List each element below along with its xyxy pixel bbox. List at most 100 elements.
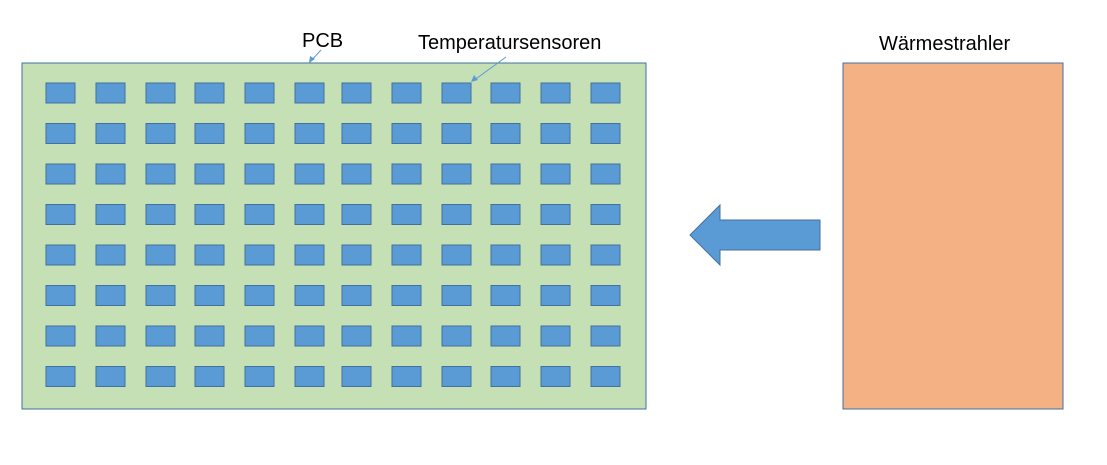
heat-flow-arrow	[689, 203, 821, 267]
temperature-sensor	[145, 285, 176, 306]
temperature-sensor	[391, 325, 422, 347]
temperature-sensor	[490, 244, 521, 266]
temperature-sensor	[294, 244, 325, 266]
temperature-sensor	[341, 366, 372, 387]
temperature-sensor	[490, 204, 521, 225]
temperature-sensor	[441, 163, 472, 185]
temperature-sensor	[145, 204, 176, 225]
temperature-sensor	[95, 123, 126, 144]
temperature-sensor	[145, 82, 176, 104]
heat-radiator	[842, 62, 1064, 410]
temperature-sensor	[391, 82, 422, 104]
temperature-sensor	[244, 244, 275, 266]
temperature-sensor	[590, 204, 621, 225]
temperature-sensor	[145, 325, 176, 347]
temperature-sensor	[294, 366, 325, 387]
temperature-sensor	[45, 325, 76, 347]
temperature-sensor	[391, 163, 422, 185]
temperature-sensor	[490, 366, 521, 387]
temperature-sensor	[194, 204, 225, 225]
temperature-sensor	[294, 123, 325, 144]
temperature-sensor	[194, 123, 225, 144]
temperature-sensor	[590, 366, 621, 387]
temperature-sensor	[540, 325, 571, 347]
temperature-sensor	[441, 285, 472, 306]
temperature-sensor	[95, 285, 126, 306]
temperature-sensor	[294, 325, 325, 347]
temperature-sensor	[441, 366, 472, 387]
temperature-sensor	[490, 285, 521, 306]
temperature-sensor	[341, 163, 372, 185]
temperature-sensor-grid	[45, 82, 621, 387]
temperature-sensor	[391, 285, 422, 306]
temperature-sensor	[540, 82, 571, 104]
temperature-sensor	[95, 366, 126, 387]
temperature-sensor	[45, 204, 76, 225]
temperature-sensor	[45, 285, 76, 306]
temperature-sensor	[341, 325, 372, 347]
temperature-sensor	[441, 204, 472, 225]
temperature-sensor	[441, 123, 472, 144]
temperature-sensor	[145, 123, 176, 144]
temperature-sensor	[490, 123, 521, 144]
temperature-sensor	[341, 82, 372, 104]
temperature-sensor	[590, 285, 621, 306]
temperature-sensor	[45, 82, 76, 104]
temperature-sensor	[341, 285, 372, 306]
temperature-sensor	[244, 366, 275, 387]
temperature-sensor	[244, 163, 275, 185]
temperature-sensor	[95, 204, 126, 225]
pcb-pointer-arrowhead	[309, 56, 315, 63]
temperature-sensor	[490, 163, 521, 185]
temperature-sensor	[490, 325, 521, 347]
temperature-sensor	[194, 325, 225, 347]
temperature-sensor	[590, 325, 621, 347]
temperature-sensor	[45, 123, 76, 144]
temperature-sensor	[540, 244, 571, 266]
temperature-sensor	[194, 82, 225, 104]
temperature-sensor	[590, 123, 621, 144]
temperature-sensor	[391, 204, 422, 225]
heater-label: Wärmestrahler	[879, 33, 1010, 55]
temperature-sensor	[441, 325, 472, 347]
temperature-sensor	[294, 163, 325, 185]
temperature-sensor	[194, 163, 225, 185]
temperature-sensor	[194, 366, 225, 387]
temperature-sensor	[540, 163, 571, 185]
temperature-sensor	[540, 123, 571, 144]
temperature-sensor	[391, 123, 422, 144]
temperature-sensor	[391, 244, 422, 266]
sensor-pointer-line	[472, 56, 507, 82]
temperature-sensor	[244, 82, 275, 104]
pcb-label: PCB	[302, 30, 343, 52]
pcb-board	[21, 62, 647, 410]
temperature-sensor	[145, 244, 176, 266]
temperature-sensor	[590, 244, 621, 266]
temperature-sensor	[540, 366, 571, 387]
temperature-sensor	[341, 123, 372, 144]
temperature-sensor	[391, 366, 422, 387]
temperature-sensor	[294, 285, 325, 306]
temperature-sensor	[45, 163, 76, 185]
temperature-sensor	[590, 82, 621, 104]
temperature-sensor	[441, 244, 472, 266]
temperature-sensor	[244, 204, 275, 225]
temperature-sensor	[244, 123, 275, 144]
temperature-sensor	[194, 285, 225, 306]
temperature-sensor	[341, 244, 372, 266]
sensor-pointer-arrowhead	[471, 75, 478, 82]
temperature-sensor	[341, 204, 372, 225]
temperature-sensor	[244, 325, 275, 347]
temperature-sensor	[95, 163, 126, 185]
temperature-sensor	[45, 366, 76, 387]
temperature-sensor	[95, 325, 126, 347]
sensors-label: Temperatursensoren	[418, 32, 601, 54]
temperature-sensor	[95, 244, 126, 266]
temperature-sensor	[244, 285, 275, 306]
temperature-sensor	[194, 244, 225, 266]
temperature-sensor	[490, 82, 521, 104]
temperature-sensor	[45, 244, 76, 266]
temperature-sensor	[540, 285, 571, 306]
temperature-sensor	[441, 82, 472, 104]
temperature-sensor	[540, 204, 571, 225]
